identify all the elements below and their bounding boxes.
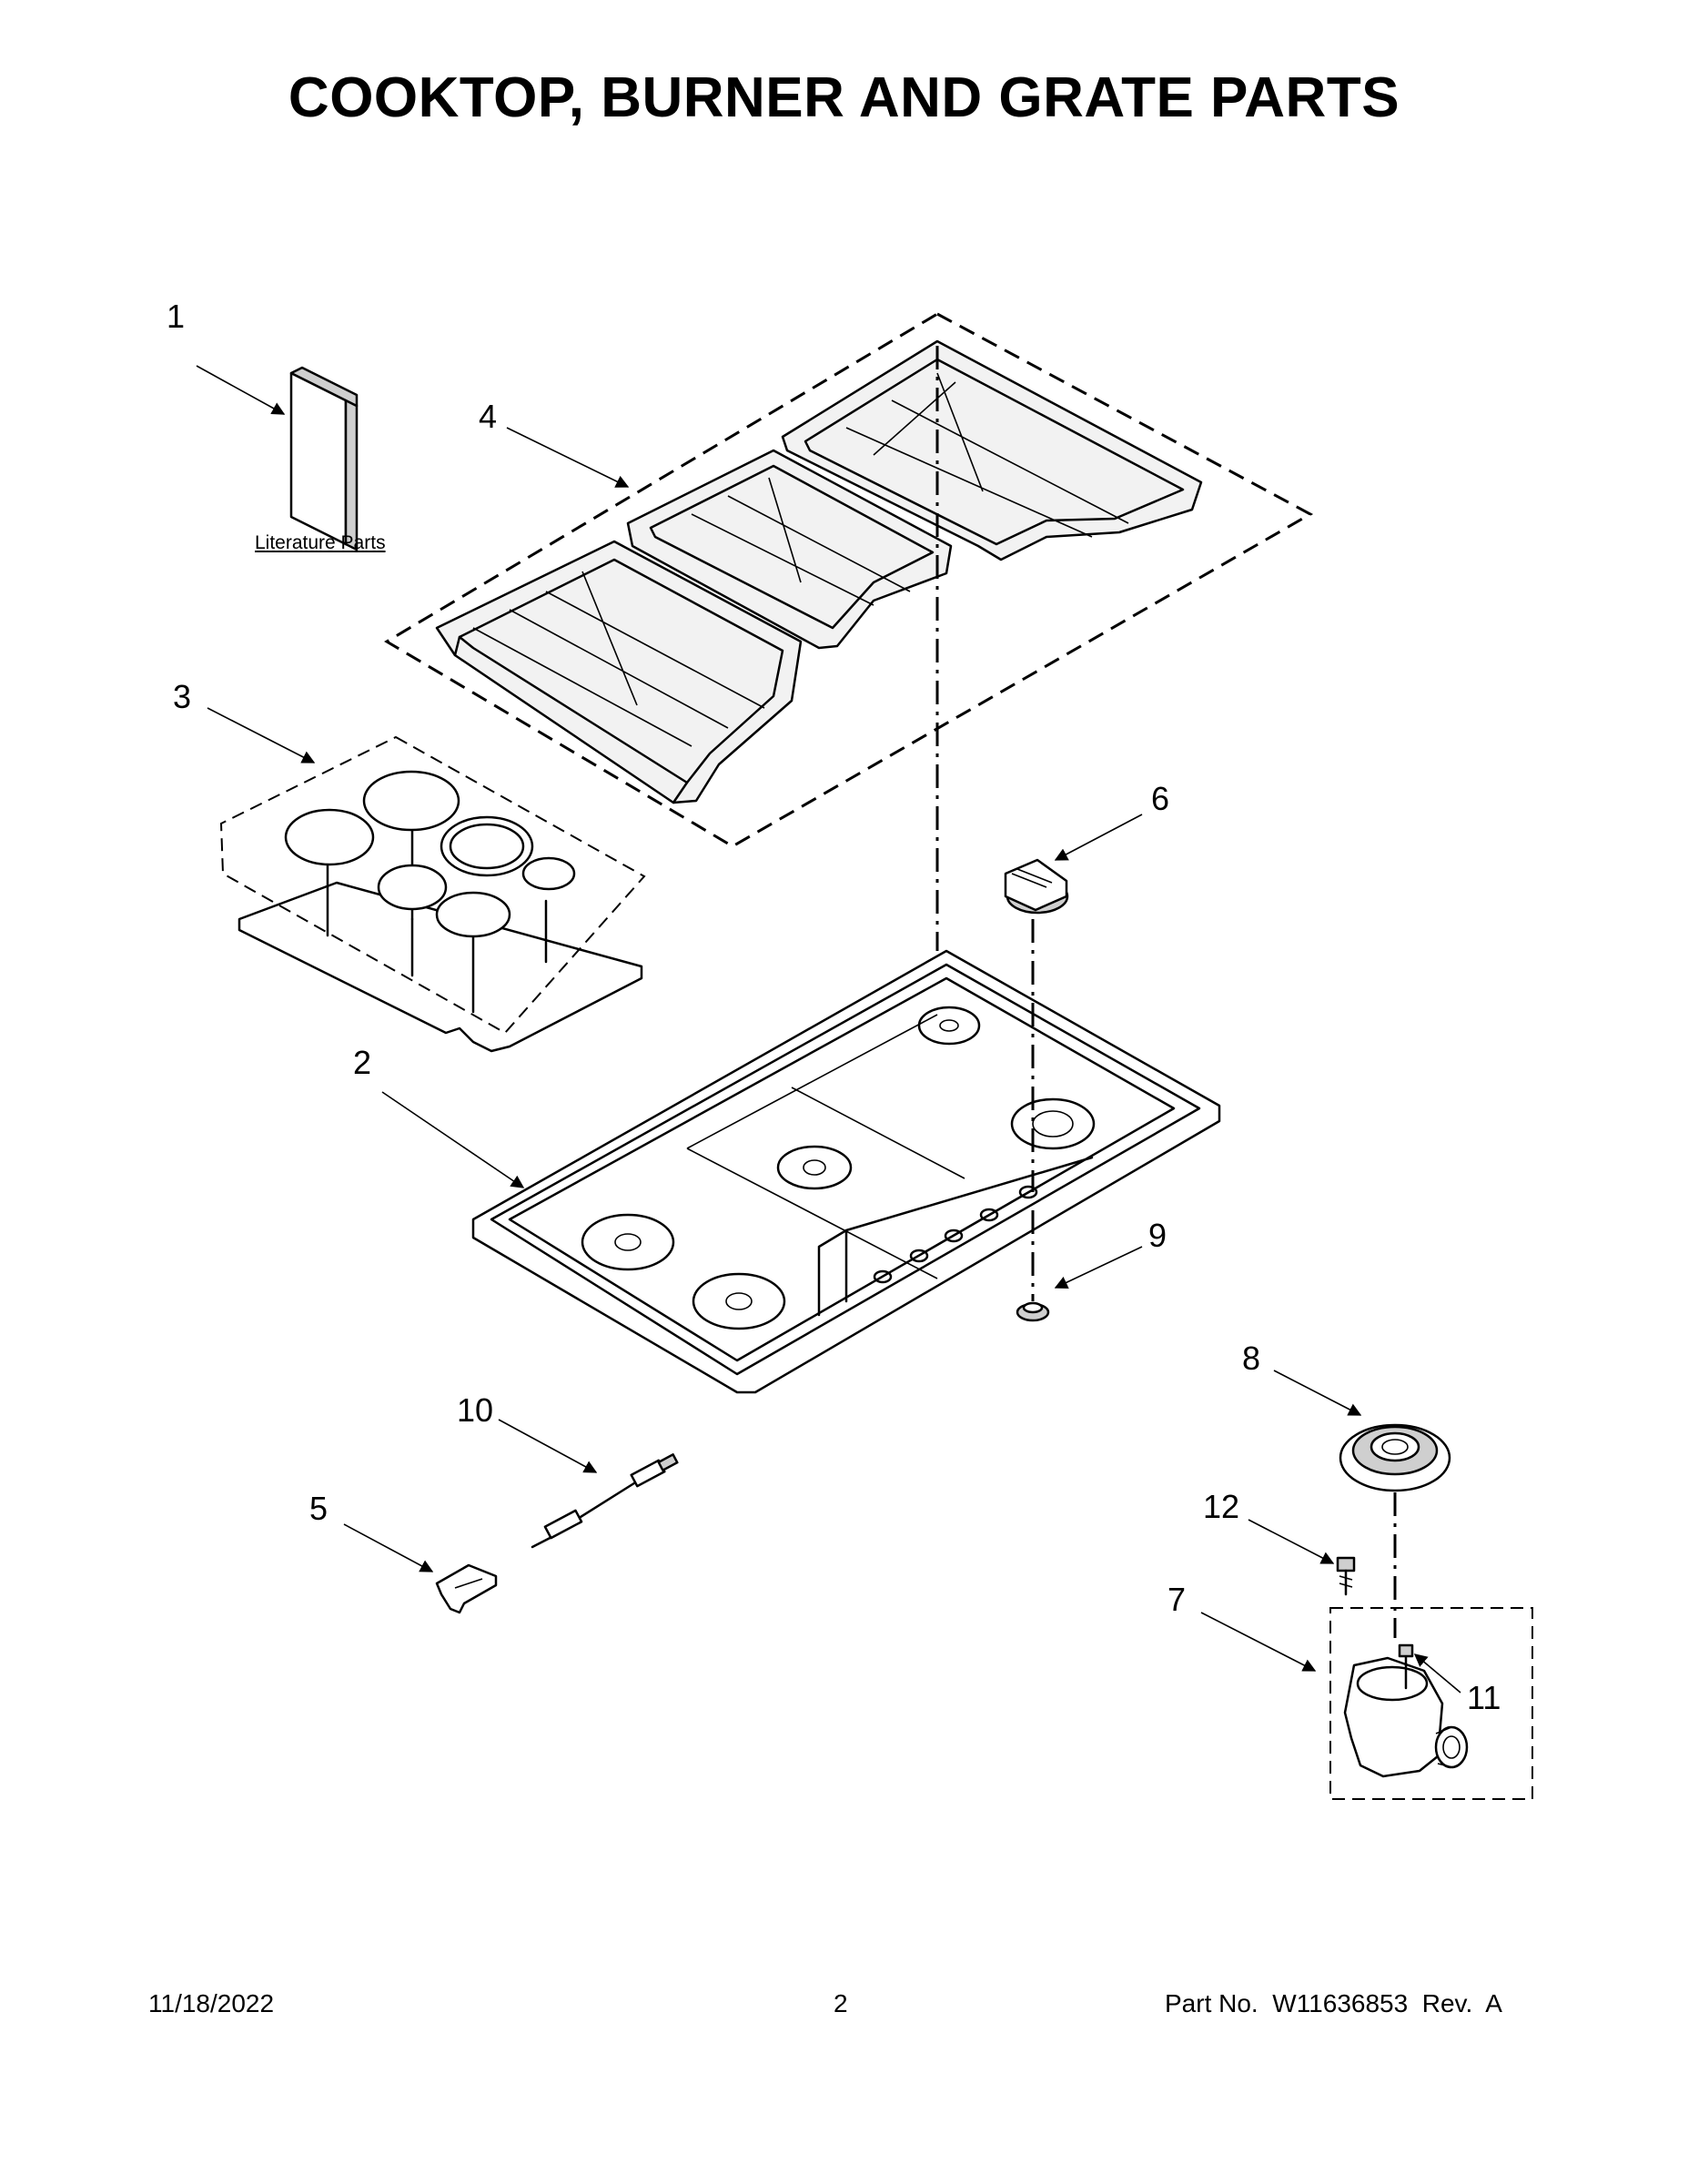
cooktop: [471, 949, 1221, 1394]
screw: [1336, 1556, 1356, 1596]
control-knob: [1004, 858, 1069, 1192]
callout-3: 3: [173, 678, 192, 715]
callout-6: 6: [1151, 780, 1170, 817]
igniter-electrode: [531, 1453, 679, 1549]
callout-1: 1: [167, 298, 186, 335]
callout-9: 9: [1148, 1217, 1167, 1254]
literature-booklet: [289, 366, 359, 551]
callout-7: 7: [1167, 1581, 1187, 1618]
callout-12: 12: [1203, 1488, 1240, 1525]
burner-base: [1339, 1423, 1451, 1638]
callout-5: 5: [309, 1490, 329, 1527]
callout-10: 10: [457, 1391, 494, 1429]
grate-right: [781, 339, 1203, 561]
footer-part-number: Part No. W11636853 Rev. A: [1165, 1989, 1502, 2017]
burner-housing-group: [1329, 1607, 1533, 1800]
leader-arrows: [196, 365, 1461, 1694]
footer-page-number: 2: [834, 1989, 848, 2017]
literature-parts-label: Literature Parts: [255, 532, 386, 553]
electrode-clip: [435, 1563, 498, 1614]
knob-bezel: [1016, 1210, 1050, 1322]
callout-11: 11: [1467, 1679, 1501, 1716]
callout-8: 8: [1242, 1340, 1261, 1377]
page-title: COOKTOP, BURNER AND GRATE PARTS: [288, 66, 1400, 129]
grate-middle: [626, 449, 953, 650]
burner-caps-group: [219, 735, 646, 1053]
grate-left: [435, 540, 803, 804]
callout-2: 2: [353, 1044, 372, 1081]
grates-group: [384, 312, 1314, 848]
footer-date: 11/18/2022: [148, 1989, 275, 2017]
callout-4: 4: [479, 398, 498, 435]
